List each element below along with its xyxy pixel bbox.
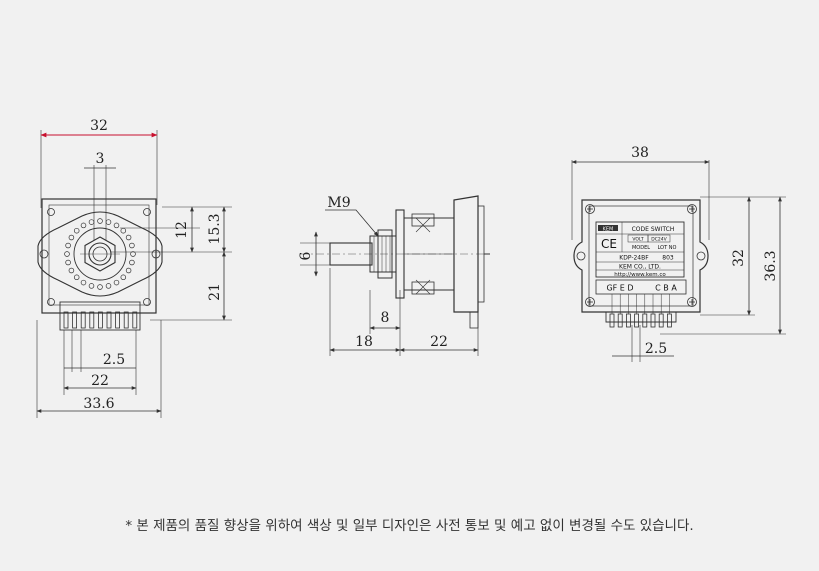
contact-dot xyxy=(73,227,80,234)
front-view xyxy=(36,130,232,418)
front-dim-height-upper-total: 15.3 xyxy=(207,213,223,244)
contact-dot xyxy=(105,219,112,225)
side-view xyxy=(300,195,492,356)
rear-label-lot-value: 803 xyxy=(662,255,674,262)
side-dim-body-depth: 22 xyxy=(430,334,448,350)
rear-dim-height-inner: 32 xyxy=(731,249,747,267)
rear-pin-letters-right: C B A xyxy=(655,284,677,293)
rear-side-hole-right xyxy=(696,251,706,261)
terminal-pin xyxy=(72,311,77,329)
front-terminal-block xyxy=(59,301,141,331)
contact-dot xyxy=(68,267,75,274)
rear-label-brand: KEM xyxy=(603,227,614,233)
contact-dot xyxy=(130,251,136,257)
footer-note: * 본 제품의 품질 향상을 위하여 색상 및 일부 디자인은 사전 통보 및 … xyxy=(125,518,694,534)
terminal-pin xyxy=(132,311,138,329)
contact-dot xyxy=(125,267,132,274)
rear-corner-screws xyxy=(585,204,697,307)
rear-dim-pin-pitch: 2.5 xyxy=(645,341,667,357)
side-dim-shaft-length: 18 xyxy=(355,334,373,350)
rear-dim-width: 38 xyxy=(631,145,649,161)
rear-label-volt: VOLT xyxy=(632,237,643,243)
rear-label-model-value: KDP-24BF xyxy=(619,255,649,262)
front-mount-flange xyxy=(37,211,163,297)
rear-label-volt-value: DC24V xyxy=(651,237,667,243)
rear-extension-lines xyxy=(571,160,786,362)
front-dim-pin-pitch: 2.5 xyxy=(103,352,125,368)
terminal-pin xyxy=(634,313,639,328)
contact-dot xyxy=(105,283,112,289)
terminal-pin xyxy=(667,313,672,328)
rear-pin-letters-left: GF E D xyxy=(606,284,633,293)
front-terminal-pins xyxy=(63,311,138,329)
front-extension-lines xyxy=(36,130,232,418)
terminal-pin xyxy=(106,311,112,329)
m9-leader xyxy=(325,209,379,237)
rear-terminal-block xyxy=(605,312,677,323)
terminal-pin xyxy=(80,311,86,329)
rear-label-ce: CE xyxy=(601,237,617,251)
rear-dim-height-total: 36.3 xyxy=(763,250,779,281)
rear-label-company: KEM CO., LTD. xyxy=(619,264,661,271)
rear-pin-strip xyxy=(595,279,687,295)
contact-dot xyxy=(125,234,132,241)
front-hub-outer xyxy=(73,227,127,281)
side-nut xyxy=(377,229,393,279)
rear-housing xyxy=(573,199,709,313)
front-dim-height-lower: 21 xyxy=(207,283,223,301)
front-body-square xyxy=(41,198,157,314)
contact-dot xyxy=(65,242,71,249)
contact-dot xyxy=(129,259,135,266)
contact-dot xyxy=(120,227,127,234)
contact-dot xyxy=(113,222,120,229)
rear-label-url: http://www.kem.co xyxy=(614,272,666,278)
front-hex-nut xyxy=(84,236,116,272)
contact-dot xyxy=(129,242,135,249)
terminal-pin xyxy=(642,313,648,328)
contact-dot xyxy=(64,251,70,257)
terminal-pin xyxy=(609,313,615,328)
terminal-pin xyxy=(98,311,103,329)
rear-label-title: CODE SWITCH xyxy=(632,226,675,233)
front-contact-ring xyxy=(64,218,136,290)
front-dim-key-width: 3 xyxy=(96,151,105,167)
contact-dot xyxy=(65,259,71,266)
contact-dot xyxy=(80,222,87,229)
terminal-pin xyxy=(658,313,664,328)
terminal-pin xyxy=(115,311,120,329)
rear-label-lot: LOT NO xyxy=(658,245,677,251)
side-thread-label: M9 xyxy=(327,195,350,211)
terminal-pin xyxy=(617,313,623,328)
contact-dot xyxy=(68,234,75,241)
rear-label-model: MODEL xyxy=(632,245,650,251)
rear-terminal-pins xyxy=(609,294,672,328)
contact-dot xyxy=(97,284,103,290)
front-dim-width-bottom: 33.6 xyxy=(83,396,114,412)
front-dim-width-top: 32 xyxy=(90,118,108,134)
front-dim-height-upper: 12 xyxy=(174,221,190,239)
contact-dot xyxy=(88,283,95,289)
side-extension-lines xyxy=(300,242,479,356)
contact-dot xyxy=(120,274,127,281)
terminal-pin xyxy=(650,313,656,328)
front-corner-screws xyxy=(47,208,151,306)
terminal-pin xyxy=(63,311,69,329)
rear-label-box xyxy=(595,221,685,278)
front-dim-pin-span: 22 xyxy=(91,373,109,389)
rear-side-hole-left xyxy=(576,251,586,261)
terminal-pin xyxy=(626,313,631,328)
contact-dot xyxy=(97,218,103,224)
contact-dot xyxy=(80,279,87,286)
contact-dot xyxy=(113,279,120,286)
rear-view xyxy=(571,160,786,362)
contact-dot xyxy=(88,219,95,225)
side-dim-thread-length: 8 xyxy=(381,310,390,326)
terminal-pin xyxy=(89,311,95,329)
side-dim-shaft-diameter: 6 xyxy=(298,251,314,260)
terminal-pin xyxy=(123,311,129,329)
contact-dot xyxy=(73,274,80,281)
